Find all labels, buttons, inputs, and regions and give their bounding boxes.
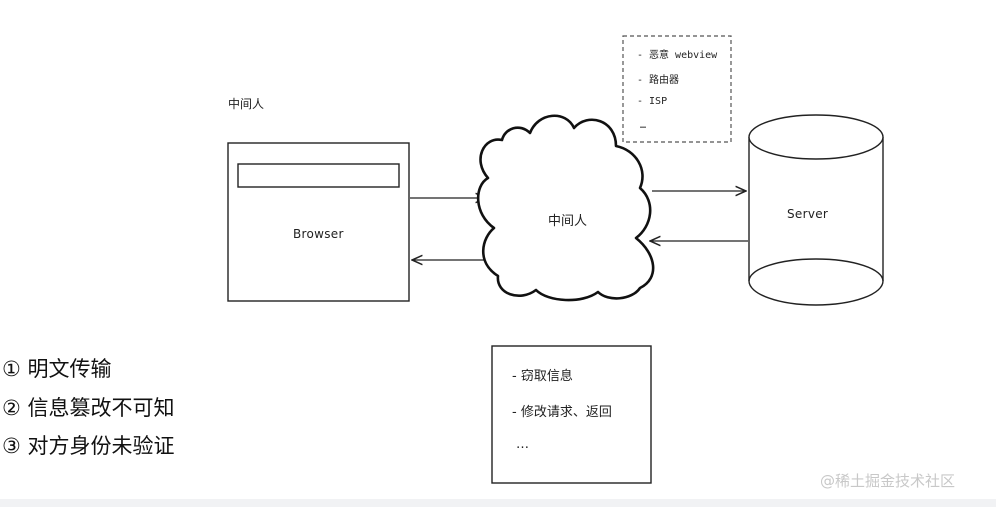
attack-item: … xyxy=(516,437,529,452)
mitm-example-router: - 路由器 xyxy=(637,75,680,86)
mitm-example-isp: - ISP xyxy=(637,96,668,107)
mitm-cloud xyxy=(476,114,655,302)
watermark: @稀土掘金技术社区 xyxy=(820,472,956,490)
browser-window xyxy=(227,142,410,302)
bottom-strip xyxy=(0,499,996,507)
attack-item: - 修改请求、返回 xyxy=(512,405,612,420)
server-label: Server xyxy=(787,207,829,221)
risk-item: ② 信息篡改不可知 xyxy=(2,396,175,420)
top-mitm-label: 中间人 xyxy=(228,97,265,111)
cloud-label: 中间人 xyxy=(548,214,588,229)
risk-item: ① 明文传输 xyxy=(2,357,112,381)
risk-item: ③ 对方身份未验证 xyxy=(2,434,175,458)
mitm-example-webview: - 恶意 webview xyxy=(637,50,718,61)
attack-item: - 窃取信息 xyxy=(512,369,573,384)
attacks-box xyxy=(491,345,652,484)
server-cylinder xyxy=(748,114,884,306)
mitm-example-ellipsis: … xyxy=(640,120,647,131)
mitm-examples-box xyxy=(622,35,732,143)
browser-address-bar xyxy=(237,163,400,188)
browser-label: Browser xyxy=(293,227,344,241)
